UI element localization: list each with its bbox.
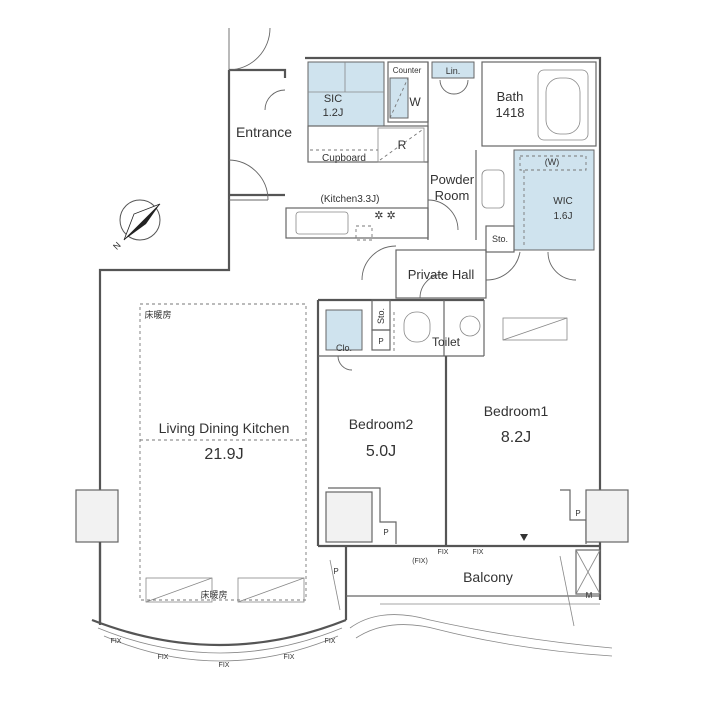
- columns: [75, 489, 629, 543]
- label-w: W: [409, 95, 421, 109]
- label-clo: Clo.: [336, 343, 352, 353]
- bath-block: [481, 61, 597, 147]
- label-fix-5: FIX: [219, 662, 230, 669]
- label-p-bedroom1: P: [575, 509, 580, 518]
- label-fix-paren: (FIX): [412, 558, 428, 565]
- compass-icon: [119, 199, 161, 241]
- label-wic-size: 1.6J: [554, 211, 573, 222]
- label-bedroom1-name: Bedroom1: [484, 403, 549, 419]
- label-fix-3: FIX: [111, 638, 122, 645]
- toilet-block: [316, 298, 485, 546]
- label-ldk-size: 21.9J: [204, 446, 243, 463]
- label-powder-2: Room: [435, 188, 470, 203]
- label-fix-7: FIX: [325, 638, 336, 645]
- label-cupboard: Cupboard: [322, 153, 366, 164]
- label-counter: Counter: [393, 66, 422, 75]
- label-floor-heat-top: 床暖房: [144, 309, 171, 320]
- label-floor-heat-bottom: 床暖房: [200, 589, 227, 600]
- balcony: [346, 549, 613, 657]
- label-wic-name: WIC: [553, 196, 572, 207]
- label-p-toilet: P: [378, 337, 383, 346]
- label-m: M: [586, 591, 593, 600]
- entrance-doors: [228, 27, 286, 201]
- label-powder-1: Powder: [430, 172, 475, 187]
- label-balcony: Balcony: [463, 569, 513, 585]
- wic-block: [485, 149, 595, 281]
- label-p-ldk: P: [333, 567, 338, 576]
- label-bedroom2-name: Bedroom2: [349, 416, 414, 432]
- label-toilet: Toilet: [432, 335, 461, 349]
- label-fix-2: FIX: [473, 549, 484, 556]
- label-sto-2: Sto.: [376, 308, 386, 324]
- label-fix-4: FIX: [158, 654, 169, 661]
- label-bedroom2-size: 5.0J: [366, 443, 396, 460]
- label-bath-name: Bath: [497, 89, 524, 104]
- label-compass-n: N: [111, 240, 123, 252]
- svg-text:✲ ✲: ✲ ✲: [374, 210, 396, 222]
- powder-kitchen: ✲ ✲: [285, 62, 505, 241]
- label-r: R: [398, 138, 407, 152]
- label-sic-name: SIC: [324, 93, 342, 105]
- private-hall: [361, 245, 521, 299]
- ldk-window: [91, 542, 348, 662]
- counter-block: [387, 61, 475, 123]
- sic-block: [307, 61, 429, 163]
- label-sto-1: Sto.: [492, 234, 508, 244]
- ldk-heating: [139, 303, 307, 603]
- label-ldk-name: Living Dining Kitchen: [159, 420, 290, 436]
- label-private-hall: Private Hall: [408, 267, 475, 282]
- label-kitchen: (Kitchen3.3J): [321, 194, 380, 205]
- label-lin: Lin.: [446, 66, 461, 76]
- label-bedroom1-size: 8.2J: [501, 429, 531, 446]
- label-fix-1: FIX: [438, 549, 449, 556]
- label-bath-size: 1418: [496, 105, 525, 120]
- label-fix-6: FIX: [284, 654, 295, 661]
- label-sic-size: 1.2J: [323, 107, 344, 119]
- label-entrance: Entrance: [236, 124, 292, 140]
- label-p-bedroom2: P: [383, 528, 388, 537]
- bedroom-walls: [318, 317, 600, 548]
- label-w-paren: (W): [545, 157, 560, 167]
